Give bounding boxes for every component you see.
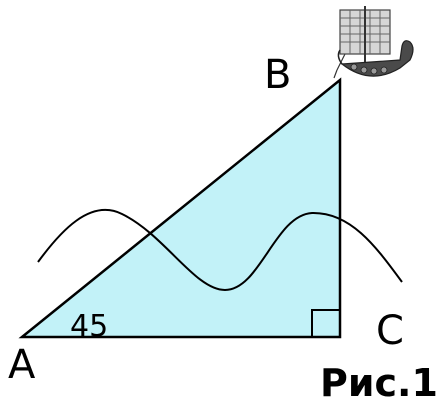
triangle-abc: [18, 77, 342, 339]
figure-caption: Рис.1: [320, 361, 438, 405]
right-angle-marker: [311, 309, 340, 337]
viking-ship-icon: [333, 6, 414, 79]
vertex-label-a: A: [8, 342, 36, 388]
vertex-label-b: B: [264, 52, 291, 98]
vertex-label-c: C: [376, 308, 404, 354]
wavy-curve: [37, 208, 403, 292]
angle-label-a: 45: [70, 309, 108, 344]
